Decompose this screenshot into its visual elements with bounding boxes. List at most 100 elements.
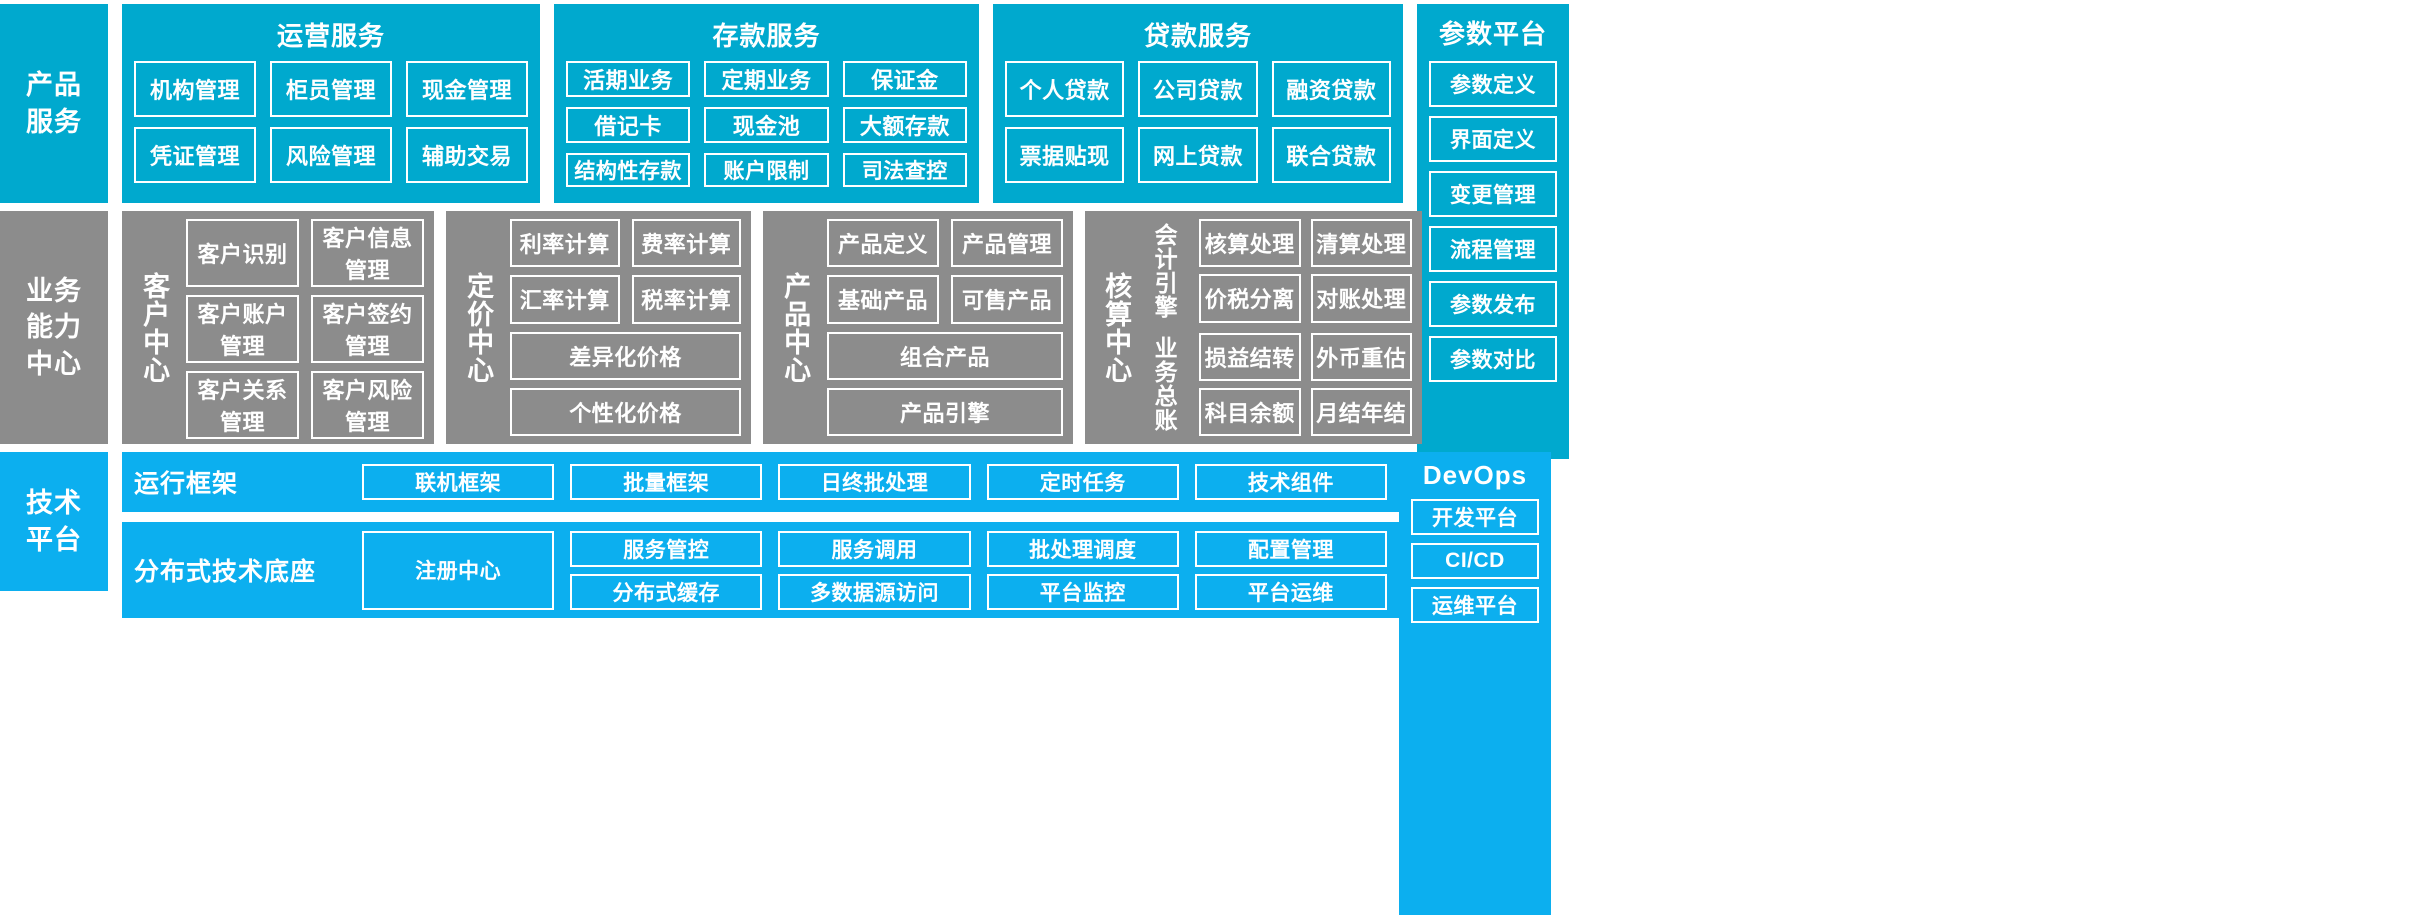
group-title-devops: DevOps [1422,460,1528,490]
capability-cell[interactable]: 费率计算 [631,219,741,268]
service-cell[interactable]: 柜员管理 [270,61,392,117]
group-title-loan-service: 贷款服务 [1143,21,1252,51]
tech-cell[interactable]: 平台监控 [986,573,1179,610]
capability-cell[interactable]: 科目余额 [1199,387,1301,436]
capability-cell[interactable]: 月结年结 [1310,387,1412,436]
group-operation-service[interactable]: 运营服务 机构管理 柜员管理 现金管理 凭证管理 风险管理 辅助交易 [122,4,540,203]
tech-col: 服务管控 分布式缓存 [570,530,763,610]
service-cell[interactable]: 机构管理 [134,61,256,117]
param-cell[interactable]: 变更管理 [1429,171,1557,217]
service-cell[interactable]: 公司贷款 [1138,61,1258,117]
center-product[interactable]: 产品中心 产品定义 产品管理 基础产品 可售产品 组合产品 产品引擎 [763,211,1073,444]
capability-cell[interactable]: 可售产品 [951,275,1063,324]
capability-cell[interactable]: 清算处理 [1310,219,1412,268]
center-row: 利率计算 费率计算 [510,219,741,268]
group-parameter-platform[interactable]: 参数平台 参数定义 界面定义 变更管理 流程管理 参数发布 参数对比 [1417,4,1569,459]
tech-platform-band: 技术平台 运行框架 联机框架 批量框架 日终批处理 定时任务 技术组件 分布式技… [0,452,2423,915]
capability-cell[interactable]: 客户关系管理 [186,371,299,439]
center-row: 产品引擎 [827,387,1063,436]
center-customer[interactable]: 客户中心 客户识别 客户信息管理 客户账户管理 客户签约管理 客户关系管理 客户… [122,211,434,444]
capability-cell[interactable]: 核算处理 [1199,219,1301,268]
service-cell[interactable]: 活期业务 [566,61,691,97]
capability-cell[interactable]: 客户签约管理 [311,295,424,363]
service-cell[interactable]: 个人贷款 [1005,61,1125,117]
service-cell[interactable]: 现金池 [704,107,829,143]
tech-cell[interactable]: 服务调用 [778,530,971,567]
capability-cell[interactable]: 基础产品 [827,275,939,324]
service-cell[interactable]: 联合贷款 [1271,127,1391,183]
tech-col: 批处理调度 平台监控 [986,530,1179,610]
capability-cell[interactable]: 差异化价格 [510,331,741,380]
devops-cell[interactable]: 开发平台 [1411,499,1539,535]
capability-cell[interactable]: 产品引擎 [827,387,1063,436]
service-cell[interactable]: 账户限制 [704,153,829,187]
service-cell[interactable]: 凭证管理 [134,127,256,183]
capability-cell[interactable]: 税率计算 [631,275,741,324]
capability-cell[interactable]: 对账处理 [1310,274,1412,323]
tech-col: 定时任务 [986,464,1179,500]
tech-row-label: 运行框架 [134,470,239,498]
tech-col: 服务调用 多数据源访问 [778,530,971,610]
service-cell[interactable]: 风险管理 [270,127,392,183]
tech-cell[interactable]: 平台运维 [1194,573,1388,610]
service-cell[interactable]: 大额存款 [842,107,967,143]
group-deposit-service[interactable]: 存款服务 活期业务 定期业务 保证金 借记卡 现金池 大额存款 结构性存款 账户… [554,4,979,203]
tech-row-distributed-base[interactable]: 分布式技术底座 注册中心 服务管控 分布式缓存 服务调用 多数据源访问 批处理调… [122,522,1399,618]
capability-cell[interactable]: 客户账户管理 [186,295,299,363]
tech-cell[interactable]: 批量框架 [570,464,763,500]
tech-row-runtime-framework[interactable]: 运行框架 联机框架 批量框架 日终批处理 定时任务 技术组件 [122,452,1399,512]
tech-cell[interactable]: 分布式缓存 [570,573,763,610]
service-cell[interactable]: 结构性存款 [566,153,691,187]
service-cell[interactable]: 现金管理 [406,61,528,117]
service-cell[interactable]: 保证金 [842,61,967,97]
devops-cell[interactable]: 运维平台 [1411,587,1539,623]
service-cell[interactable]: 司法查控 [842,153,967,187]
capability-cell[interactable]: 客户风险管理 [311,371,424,439]
tech-cell[interactable]: 批处理调度 [986,530,1179,567]
center-row: 科目余额 月结年结 [1199,387,1412,436]
tech-cell[interactable]: 技术组件 [1194,464,1388,500]
capability-cell[interactable]: 汇率计算 [510,275,620,324]
tech-cell[interactable]: 多数据源访问 [778,573,971,610]
param-cell[interactable]: 流程管理 [1429,226,1557,272]
group-loan-service[interactable]: 贷款服务 个人贷款 公司贷款 融资贷款 票据贴现 网上贷款 联合贷款 [993,4,1403,203]
capability-cell[interactable]: 个性化价格 [510,387,741,436]
tech-col: 配置管理 平台运维 [1194,530,1388,610]
service-cell[interactable]: 定期业务 [704,61,829,97]
capability-cell[interactable]: 损益结转 [1199,332,1301,381]
group-devops[interactable]: DevOps 开发平台 CI/CD 运维平台 [1399,452,1551,915]
center-row: 组合产品 [827,331,1063,380]
capability-cell[interactable]: 利率计算 [510,219,620,268]
param-cell[interactable]: 界面定义 [1429,116,1557,162]
service-cell[interactable]: 借记卡 [566,107,691,143]
capability-cell[interactable]: 产品管理 [951,219,1063,268]
service-cell[interactable]: 辅助交易 [406,127,528,183]
service-cell[interactable]: 网上贷款 [1138,127,1258,183]
accounting-section-label: 会计引擎 [1151,222,1178,319]
tech-cell[interactable]: 定时任务 [986,464,1179,500]
tech-cell[interactable]: 日终批处理 [778,464,971,500]
center-row: 个性化价格 [510,387,741,436]
param-cell[interactable]: 参数对比 [1429,336,1557,382]
capability-cell[interactable]: 组合产品 [827,331,1063,380]
tech-col: 技术组件 [1194,464,1388,500]
tech-cell[interactable]: 配置管理 [1194,530,1388,567]
center-pricing[interactable]: 定价中心 利率计算 费率计算 汇率计算 税率计算 差异化价格 个性化价格 [446,211,751,444]
service-cell[interactable]: 融资贷款 [1271,61,1391,117]
capability-cell[interactable]: 客户信息管理 [311,219,424,287]
capability-cell[interactable]: 客户识别 [186,219,299,287]
capability-cell[interactable]: 价税分离 [1199,274,1301,323]
tech-cell[interactable]: 注册中心 [362,530,555,610]
param-cell[interactable]: 参数发布 [1429,281,1557,327]
accounting-section-cells: 损益结转 外币重估 科目余额 月结年结 [1199,332,1412,436]
group-title-parameter-platform: 参数平台 [1438,19,1547,49]
param-cell[interactable]: 参数定义 [1429,61,1557,107]
tech-cell[interactable]: 服务管控 [570,530,763,567]
devops-cell[interactable]: CI/CD [1411,543,1539,579]
service-cell[interactable]: 票据贴现 [1005,127,1125,183]
tech-cell[interactable]: 联机框架 [362,464,555,500]
capability-cell[interactable]: 产品定义 [827,219,939,268]
capability-cell[interactable]: 外币重估 [1310,332,1412,381]
group-row: 机构管理 柜员管理 现金管理 [134,61,528,117]
center-accounting[interactable]: 核算中心 会计引擎 核算处理 清算处理 价税分离 对账处理 [1085,211,1422,444]
